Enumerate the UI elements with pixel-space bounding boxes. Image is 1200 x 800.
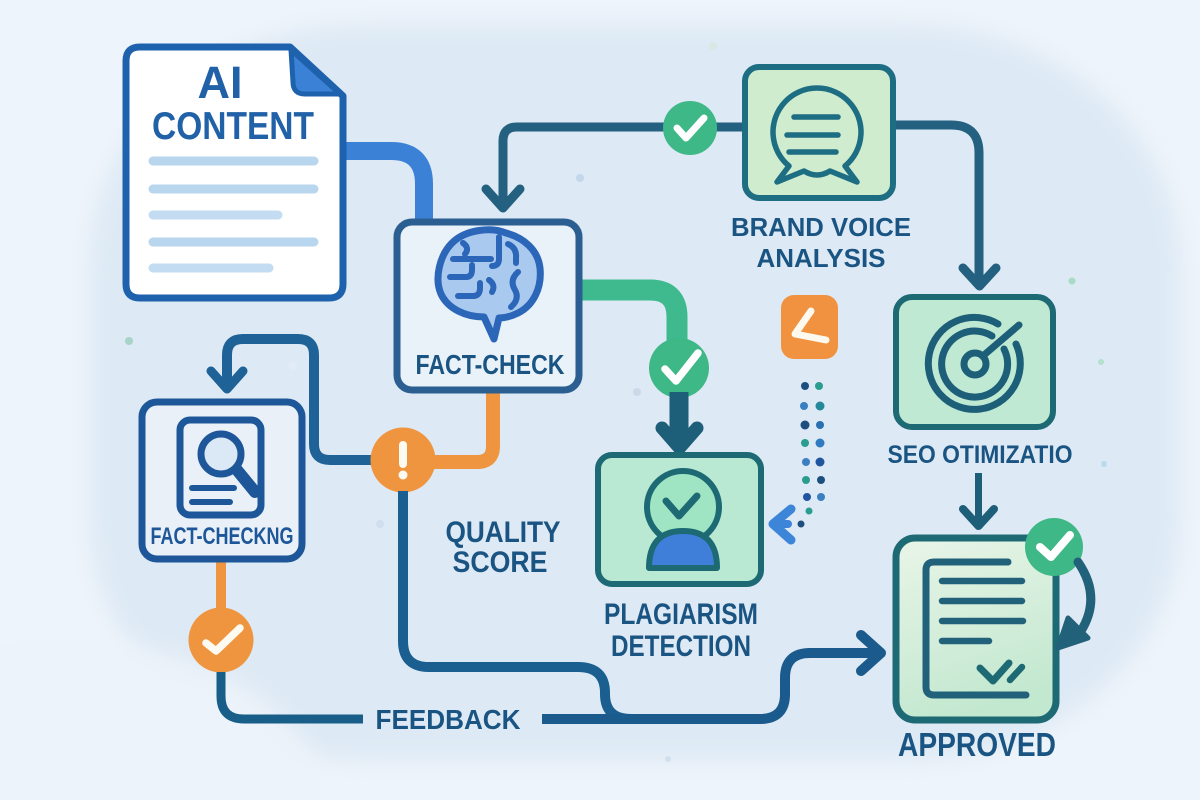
svg-text:ANALYSIS: ANALYSIS	[757, 243, 886, 273]
svg-text:PLAGIARISM: PLAGIARISM	[604, 598, 758, 631]
svg-text:FACT-CHECKNG: FACT-CHECKNG	[151, 523, 294, 550]
svg-text:SCORE: SCORE	[453, 546, 548, 579]
svg-text:FACT-CHECK: FACT-CHECK	[416, 349, 565, 380]
svg-text:QUALITY: QUALITY	[446, 516, 561, 549]
svg-text:AI: AI	[198, 57, 243, 108]
svg-text:FEEDBACK: FEEDBACK	[376, 704, 521, 735]
svg-text:BRAND VOICE: BRAND VOICE	[731, 212, 911, 242]
svg-text:DETECTION: DETECTION	[611, 630, 751, 663]
svg-text:SEO OTIMIZATIO: SEO OTIMIZATIO	[888, 441, 1073, 469]
svg-text:APPROVED: APPROVED	[898, 726, 1056, 763]
svg-text:CONTENT: CONTENT	[152, 105, 314, 148]
